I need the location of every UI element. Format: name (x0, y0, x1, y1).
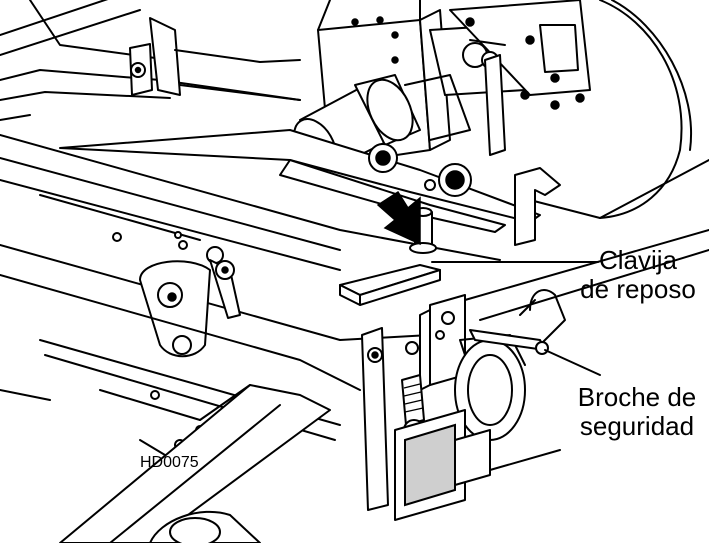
safety-clip-leader (544, 349, 601, 376)
upper-left-bracket (129, 17, 301, 101)
lower-hub (149, 510, 261, 543)
right-gear-plate (429, 0, 591, 110)
pivot-plate (139, 246, 241, 358)
diagonal-beam (59, 384, 331, 543)
drum-housing (529, 0, 709, 219)
lever-arm (59, 129, 541, 233)
main-beam (0, 134, 501, 341)
vertical-post (361, 327, 389, 511)
down-arrow (376, 190, 421, 246)
right-brackets (484, 54, 561, 246)
safety-clip-label-line2: seguridad (579, 411, 695, 441)
safety-clip-label-line1: Broche de (577, 382, 697, 412)
right-lower-frame (464, 229, 709, 471)
safety-clip-label: Broche de seguridad (566, 383, 708, 441)
figure-code: HD0075 (140, 454, 199, 471)
rest-pin-label-line2: de reposo (580, 274, 696, 304)
tube-cylinder (454, 334, 526, 441)
rest-pin-label-line1: Clavija (598, 245, 678, 275)
rest-pin-assembly (339, 207, 441, 306)
square-tube-bracket (405, 294, 466, 391)
rear-frame (0, 0, 301, 121)
lower-clamp (394, 409, 491, 521)
rest-pin-label: Clavija de reposo (572, 246, 704, 304)
